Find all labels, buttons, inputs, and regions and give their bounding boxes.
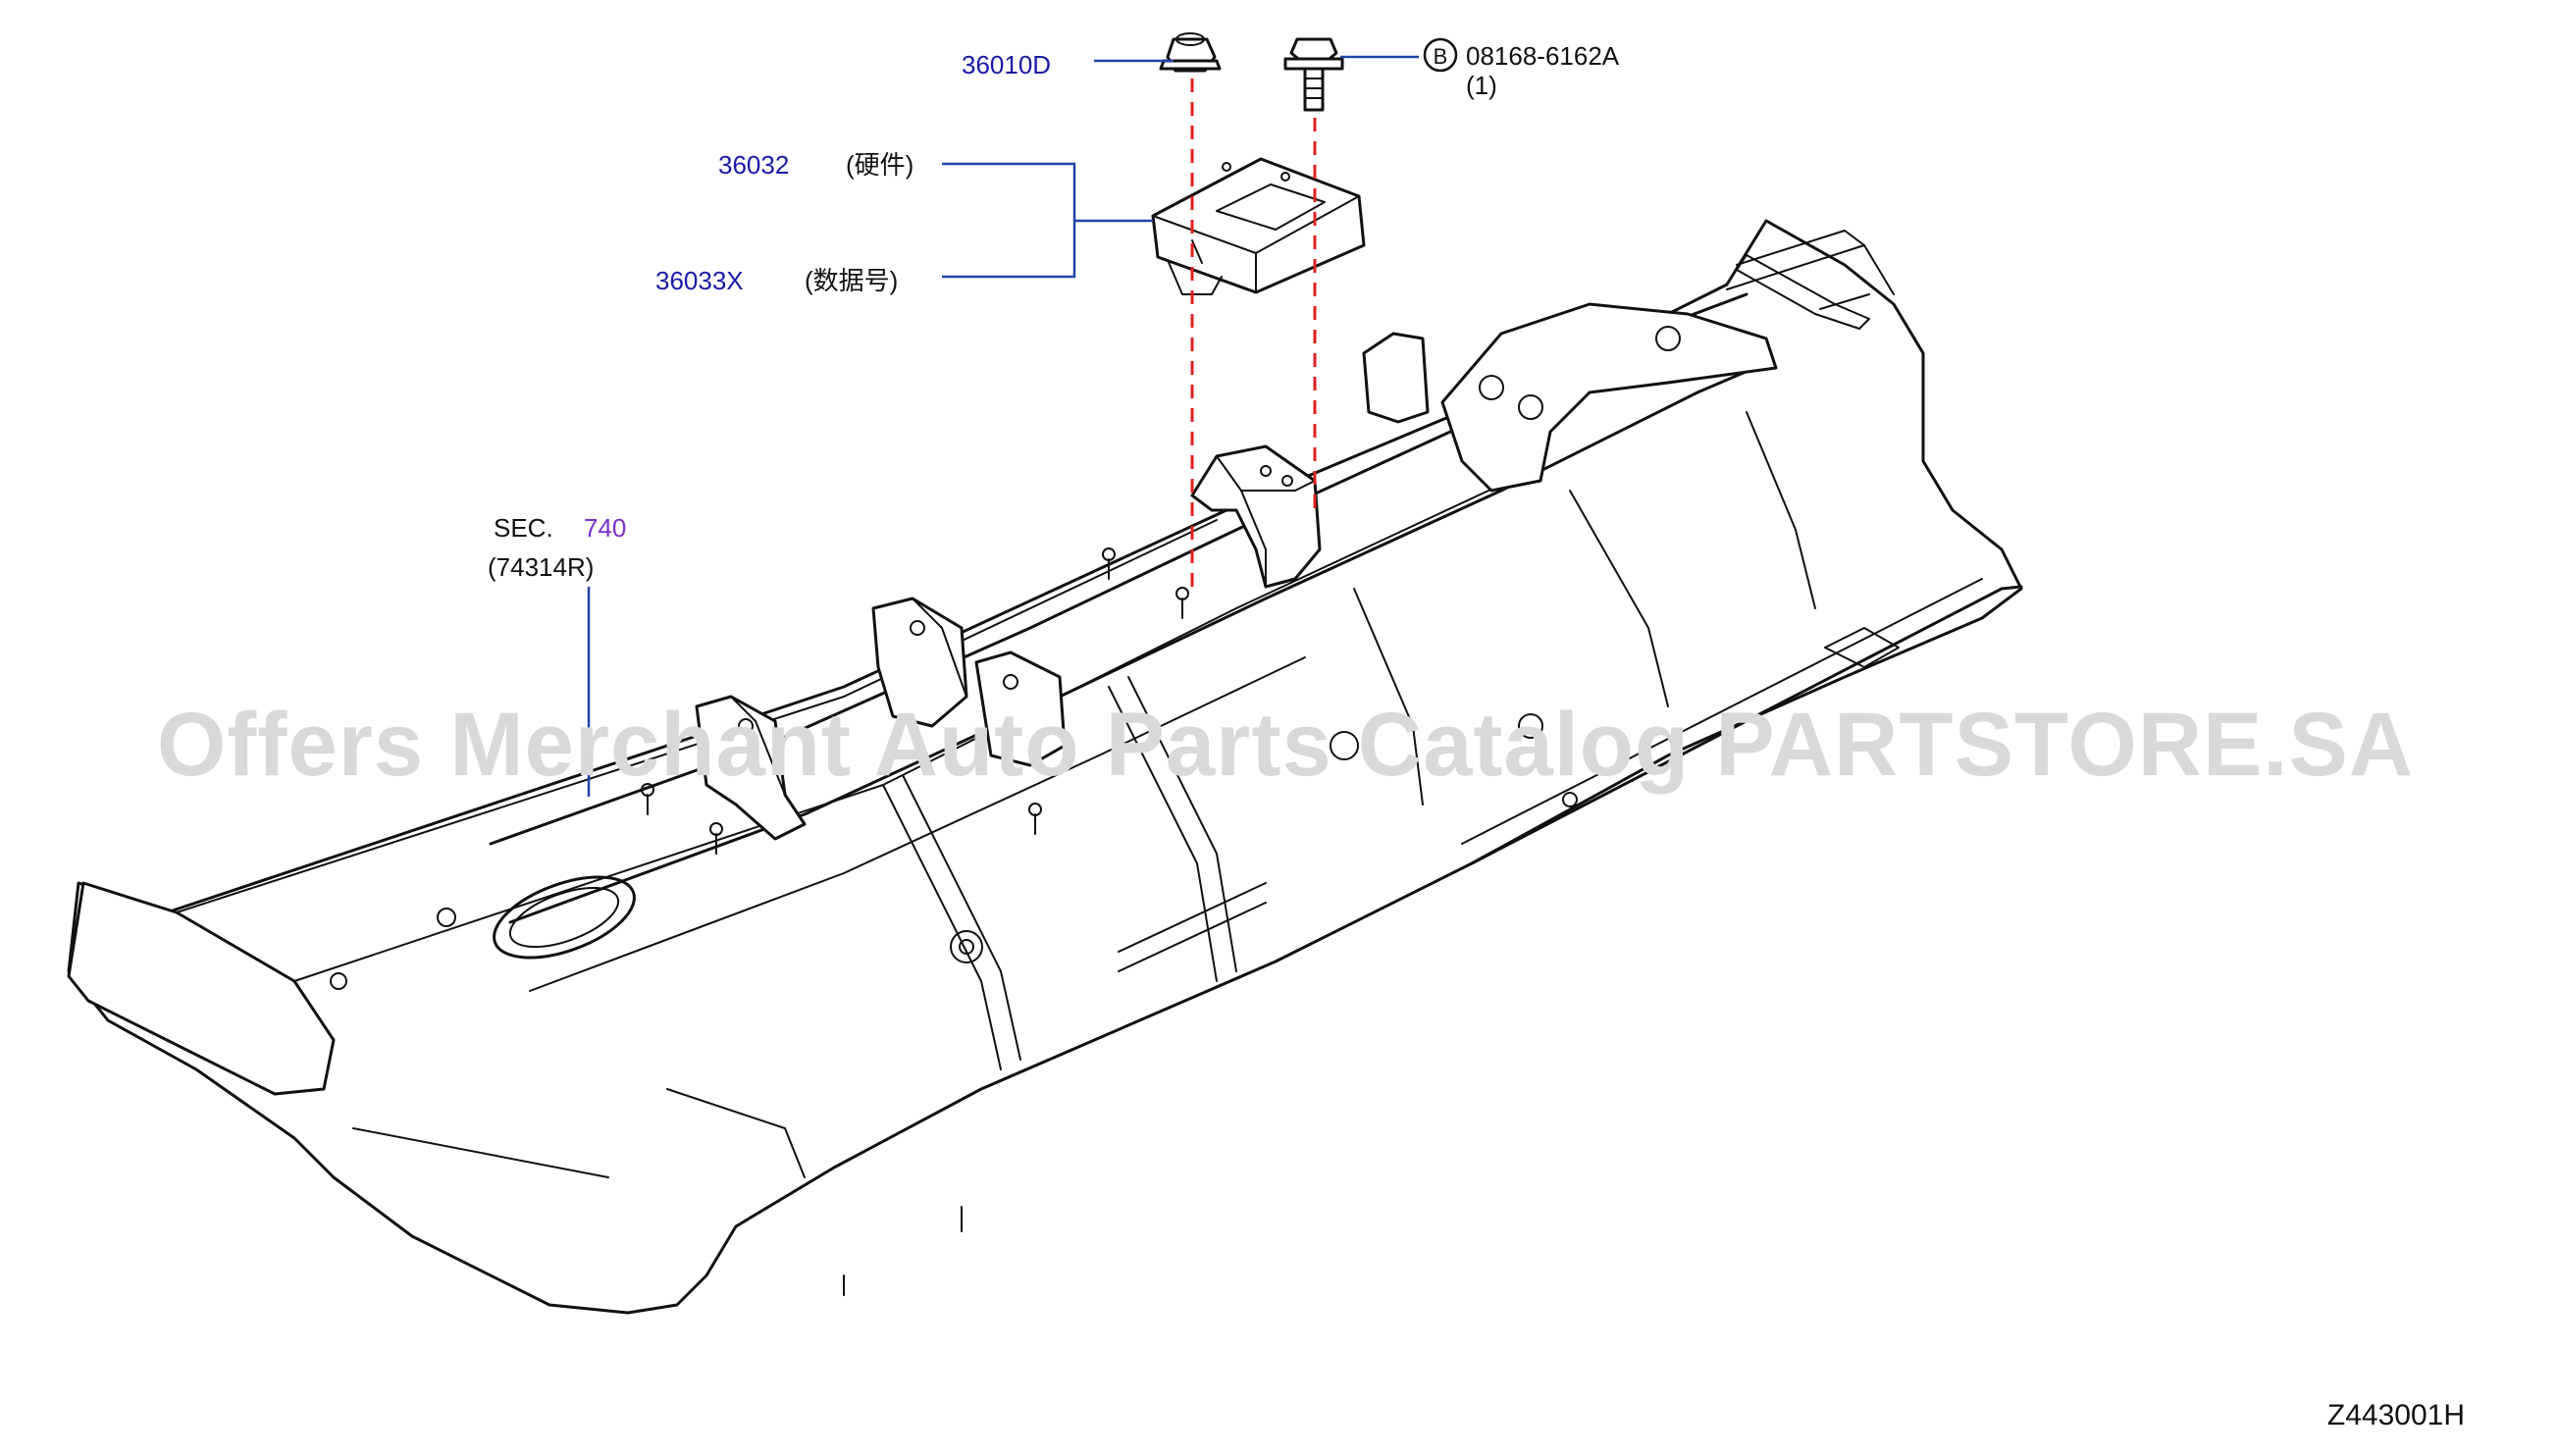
module-data-part-number[interactable]: 36033X (655, 266, 744, 295)
section-reference: (74314R) (488, 552, 594, 582)
module-leader-bracket (942, 162, 1153, 279)
floor-pan-drawing (67, 219, 2023, 1315)
module-data-description: (数据号) (805, 266, 898, 295)
diagram-code: Z443001H (2327, 1399, 2465, 1431)
flange-nut-drawing (1159, 32, 1222, 73)
bolt-callout: B 08168-6162A (1) (1423, 37, 1620, 100)
bolt-part-number[interactable]: 08168-6162A (1466, 41, 1620, 71)
module-hardware-part-number[interactable]: 36032 (718, 150, 789, 180)
section-prefix: SEC. (494, 513, 553, 543)
watermark-text: Offers Merchant Auto Parts Catalog PARTS… (157, 695, 2414, 795)
control-module-drawing (1151, 157, 1366, 295)
section-number-link[interactable]: 740 (584, 513, 626, 543)
bolt-symbol-letter: B (1434, 44, 1448, 69)
module-hardware-description: (硬件) (846, 150, 913, 180)
bolt-symbol-circle (1423, 37, 1458, 73)
nut-part-number[interactable]: 36010D (962, 50, 1051, 79)
bolt-quantity: (1) (1466, 71, 1497, 100)
flange-bolt-drawing (1283, 37, 1344, 112)
